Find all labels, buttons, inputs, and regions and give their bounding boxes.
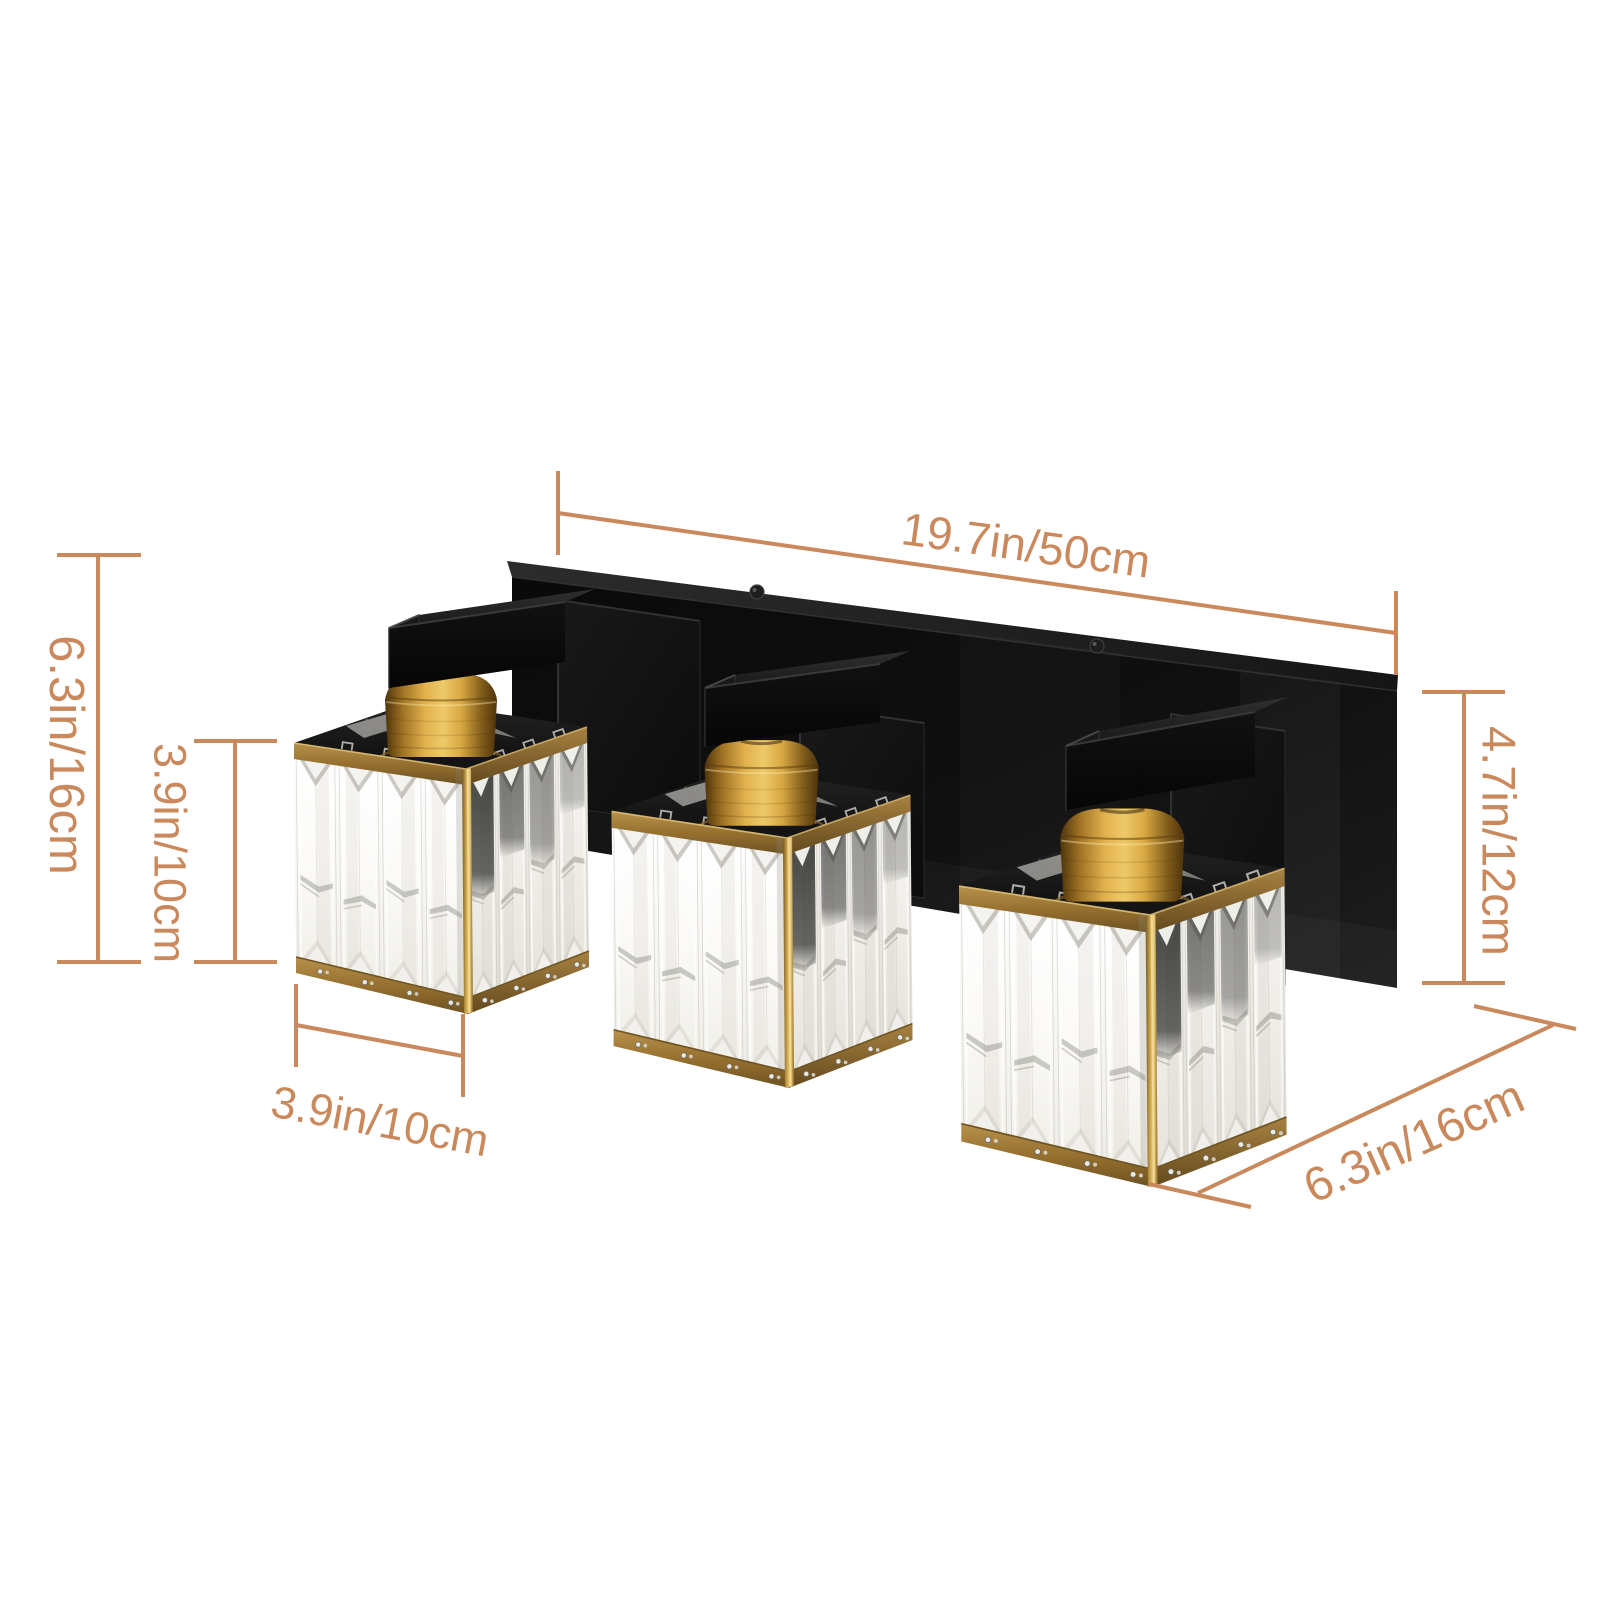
lamp-arm-front-face xyxy=(389,602,565,688)
dimension-backplate-height-label: 4.7in/12cm xyxy=(1473,726,1526,956)
dimension-fixture-depth-tick-right xyxy=(1473,1004,1577,1031)
dimension-fixture-height: 6.3in/16cm xyxy=(39,553,141,964)
lamp-1 xyxy=(292,589,595,1016)
lamp-arm-3 xyxy=(1065,697,1288,811)
lamp-3 xyxy=(957,697,1289,1189)
lamp-arm-top-face xyxy=(389,589,595,628)
mounting-screw-left xyxy=(749,584,765,600)
bar-top-face xyxy=(507,561,1398,691)
dimension-bar-width-line xyxy=(557,511,1397,635)
mounting-screw-right xyxy=(1089,638,1105,654)
lamp-arm-top-face xyxy=(705,651,910,688)
lamp-arm-1 xyxy=(388,589,595,689)
lamp-arm-front-face xyxy=(1066,712,1255,810)
lamp-arm-2 xyxy=(704,651,910,747)
dimension-fixture-depth-line xyxy=(1197,1023,1554,1195)
dimension-fixture-height-label: 6.3in/16cm xyxy=(39,635,93,875)
lamp-2 xyxy=(610,651,914,1090)
dimension-backplate-height: 4.7in/12cm xyxy=(1422,690,1526,985)
dimension-shade-height: 3.9in/10cm xyxy=(145,739,277,964)
dimension-shade-width-line xyxy=(295,1023,464,1058)
lamp-arm-front-face xyxy=(705,664,880,746)
dimension-fixture-depth-tick-left xyxy=(1148,1182,1252,1209)
lamp-arm-top-face xyxy=(1066,697,1288,746)
dimension-shade-height-label: 3.9in/10cm xyxy=(145,743,196,963)
